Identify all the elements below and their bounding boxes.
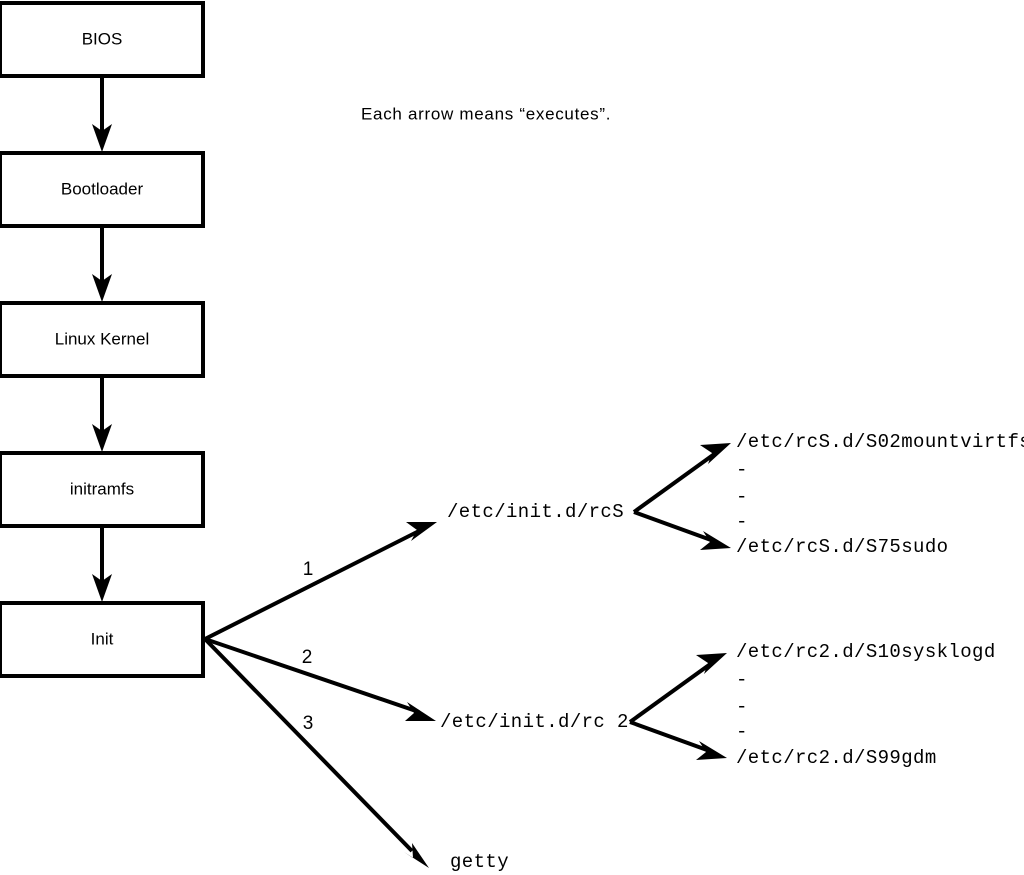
branch-number-1: 1 xyxy=(303,559,314,580)
rcs-ellipsis-dash: - xyxy=(736,459,747,481)
branch-number-2: 2 xyxy=(302,647,313,668)
bios-box[interactable] xyxy=(0,1,205,78)
node-bios[interactable]: BIOS xyxy=(0,1,205,78)
node-linux-kernel[interactable]: Linux Kernel xyxy=(0,301,205,378)
arrow-head-icon xyxy=(92,424,112,452)
arrow-head-icon xyxy=(405,702,436,721)
node-etc-init-d-rc2[interactable]: /etc/init.d/rc 2 xyxy=(440,711,629,733)
arrow-rcs-to-last-script xyxy=(633,510,731,550)
init-label: Init xyxy=(91,629,114,648)
rc2-ellipsis-dash: - xyxy=(736,669,747,691)
arrow-head-icon xyxy=(696,741,727,760)
arrow-rc2-to-first-script xyxy=(628,653,727,724)
arrow-bootloader-to-kernel xyxy=(92,226,112,302)
arrow-head-icon xyxy=(404,843,429,868)
rcs-script-first[interactable]: /etc/rcS.d/S02mountvirtfs xyxy=(736,431,1024,453)
node-bootloader[interactable]: Bootloader xyxy=(0,151,205,228)
arrow-bios-to-bootloader xyxy=(92,76,112,152)
linux-kernel-label: Linux Kernel xyxy=(55,329,150,348)
arrow-head-icon xyxy=(406,522,437,541)
arrow-head-icon xyxy=(92,274,112,302)
linux-kernel-box[interactable] xyxy=(0,301,205,378)
init-box[interactable] xyxy=(0,601,205,678)
arrow-head-icon xyxy=(700,443,731,464)
node-getty[interactable]: getty xyxy=(450,851,509,873)
rc2-ellipsis-dash: - xyxy=(736,721,747,743)
diagram-caption: Each arrow means “executes”. xyxy=(361,104,611,123)
node-etc-init-d-rcs[interactable]: /etc/init.d/rcS xyxy=(447,501,624,523)
branch-number-3: 3 xyxy=(303,713,314,734)
initramfs-label: initramfs xyxy=(70,479,134,498)
node-initramfs[interactable]: initramfs xyxy=(0,451,205,528)
arrow-head-icon xyxy=(696,653,727,674)
initramfs-box[interactable] xyxy=(0,451,205,528)
bootloader-label: Bootloader xyxy=(61,179,144,198)
arrow-initramfs-to-init xyxy=(92,526,112,602)
arrow-head-icon xyxy=(92,574,112,602)
rcs-ellipsis-dash: - xyxy=(736,486,747,508)
node-init[interactable]: Init xyxy=(0,601,205,678)
arrow-init-branch-3 xyxy=(203,637,429,868)
arrow-init-branch-1 xyxy=(204,522,437,641)
rc2-script-last[interactable]: /etc/rc2.d/S99gdm xyxy=(736,747,937,769)
arrow-init-branch-2 xyxy=(204,637,436,721)
rc2-script-first[interactable]: /etc/rc2.d/S10sysklogd xyxy=(736,641,996,663)
arrow-head-icon xyxy=(700,531,731,550)
arrow-rc2-to-last-script xyxy=(629,720,727,760)
arrow-rcs-to-first-script xyxy=(632,443,731,514)
arrow-head-icon xyxy=(92,124,112,152)
rcs-script-last[interactable]: /etc/rcS.d/S75sudo xyxy=(736,536,948,558)
bootloader-box[interactable] xyxy=(0,151,205,228)
rc2-ellipsis-dash: - xyxy=(736,696,747,718)
arrow-kernel-to-initramfs xyxy=(92,376,112,452)
bios-label: BIOS xyxy=(82,29,123,48)
rcs-ellipsis-dash: - xyxy=(736,511,747,533)
